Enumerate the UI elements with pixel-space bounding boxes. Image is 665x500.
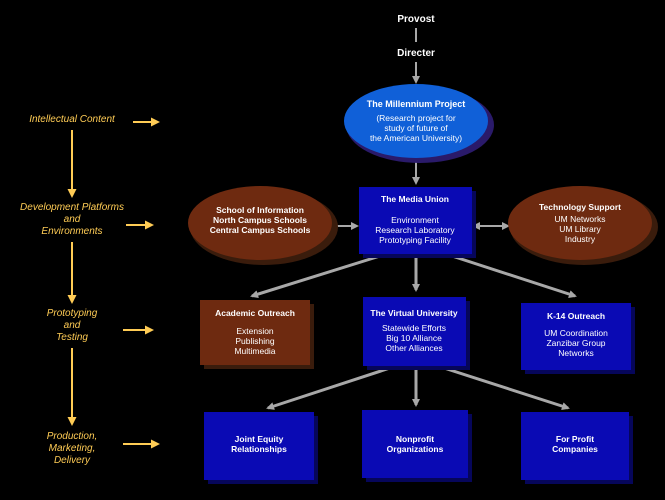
k14-line-3: Networks bbox=[558, 348, 593, 358]
directer-label: Directer bbox=[397, 48, 435, 59]
joint-line-2: Relationships bbox=[231, 444, 287, 454]
forprofit-box bbox=[521, 412, 629, 480]
k14-box bbox=[521, 303, 631, 370]
virtual-line-3: Other Alliances bbox=[385, 343, 442, 353]
academic-line-3: Multimedia bbox=[234, 346, 275, 356]
stage-label-prototyping-2: and bbox=[64, 320, 81, 331]
millennium-line-3: the American University) bbox=[370, 133, 462, 143]
tech-title: Technology Support bbox=[539, 202, 621, 212]
academic-box bbox=[200, 300, 310, 365]
tech-ellipse bbox=[508, 186, 652, 260]
stage-label-production-3: Delivery bbox=[54, 455, 91, 466]
millennium-project-node: The Millennium Project (Research project… bbox=[344, 84, 494, 163]
virtual-to-joint-arrow bbox=[266, 366, 391, 410]
school-line-1: North Campus Schools bbox=[213, 215, 307, 225]
stage-label-prototyping-3: Testing bbox=[56, 332, 88, 343]
technology-support-node: Technology Support UM Networks UM Librar… bbox=[508, 186, 658, 265]
provost-label: Provost bbox=[397, 14, 435, 25]
stage-label-production-2: Marketing, bbox=[49, 443, 96, 454]
stage-label-production-1: Production, bbox=[47, 431, 98, 442]
stage-label-development-1: Development Platforms bbox=[20, 202, 124, 213]
forprofit-line-2: Companies bbox=[552, 444, 598, 454]
stage-label-development-2: and bbox=[64, 214, 81, 225]
top-connectors bbox=[250, 28, 577, 410]
virtual-university-node: The Virtual University Statewide Efforts… bbox=[363, 297, 470, 370]
nonprofit-node: Nonprofit Organizations bbox=[362, 410, 472, 482]
stage-label-intellectual: Intellectual Content bbox=[29, 114, 116, 125]
media-union-box bbox=[359, 187, 472, 254]
k14-line-1: UM Coordination bbox=[544, 328, 608, 338]
joint-line-1: Joint Equity bbox=[235, 434, 284, 444]
k14-title: K-14 Outreach bbox=[547, 311, 605, 321]
academic-outreach-node: Academic Outreach Extension Publishing M… bbox=[200, 300, 314, 369]
nonprofit-line-2: Organizations bbox=[387, 444, 444, 454]
school-ellipse bbox=[188, 186, 332, 260]
school-title: School of Information bbox=[216, 205, 304, 215]
virtual-line-1: Statewide Efforts bbox=[382, 323, 446, 333]
media-union-line-3: Prototyping Facility bbox=[379, 235, 452, 245]
media-to-academic-arrow bbox=[250, 254, 381, 299]
media-union-line-2: Research Laboratory bbox=[375, 225, 455, 235]
nonprofit-box bbox=[362, 410, 468, 478]
virtual-line-2: Big 10 Alliance bbox=[386, 333, 442, 343]
stage-label-prototyping-1: Prototyping bbox=[47, 308, 98, 319]
joint-equity-node: Joint Equity Relationships bbox=[204, 412, 318, 484]
virtual-box bbox=[363, 297, 466, 366]
tech-line-2: UM Library bbox=[559, 224, 601, 234]
academic-line-2: Publishing bbox=[235, 336, 274, 346]
virtual-title: The Virtual University bbox=[370, 308, 458, 318]
joint-box bbox=[204, 412, 314, 480]
media-union-node: The Media Union Environment Research Lab… bbox=[359, 187, 476, 258]
k14-line-2: Zanzibar Group bbox=[546, 338, 605, 348]
school-of-information-node: School of Information North Campus Schoo… bbox=[188, 186, 338, 265]
media-to-k14-arrow bbox=[451, 254, 577, 298]
academic-title: Academic Outreach bbox=[215, 308, 295, 318]
millennium-title: The Millennium Project bbox=[367, 99, 466, 109]
academic-line-1: Extension bbox=[236, 326, 274, 336]
stage-column: Intellectual Content Development Platfor… bbox=[20, 114, 160, 466]
k14-outreach-node: K-14 Outreach UM Coordination Zanzibar G… bbox=[521, 303, 635, 374]
millennium-ellipse bbox=[344, 84, 488, 158]
media-union-title: The Media Union bbox=[381, 194, 449, 204]
forprofit-line-1: For Profit bbox=[556, 434, 594, 444]
media-union-line-1: Environment bbox=[391, 215, 439, 225]
millennium-line-1: (Research project for bbox=[376, 113, 456, 123]
forprofit-node: For Profit Companies bbox=[521, 412, 633, 484]
millennium-line-2: study of future of bbox=[384, 123, 448, 133]
virtual-to-forprofit-arrow bbox=[443, 366, 570, 410]
school-line-2: Central Campus Schools bbox=[210, 225, 311, 235]
tech-line-1: UM Networks bbox=[554, 214, 605, 224]
nonprofit-line-1: Nonprofit bbox=[396, 434, 434, 444]
tech-line-3: Industry bbox=[565, 234, 596, 244]
stage-label-development-3: Environments bbox=[41, 226, 102, 237]
